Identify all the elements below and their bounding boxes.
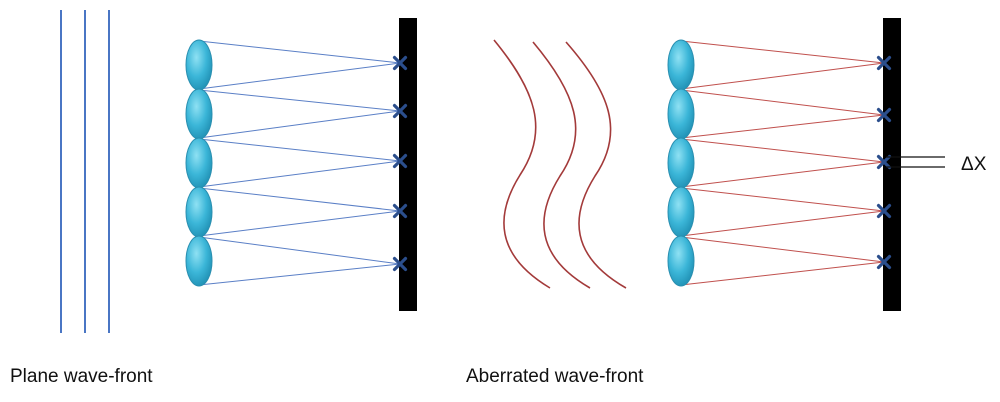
lenslet-array-right bbox=[667, 39, 695, 287]
lenslet bbox=[667, 39, 695, 91]
lenslet-array-left bbox=[185, 39, 213, 287]
focal-spot bbox=[876, 203, 892, 219]
focal-spots-right bbox=[876, 55, 892, 270]
ray bbox=[198, 40, 401, 64]
shift-label: ΔX bbox=[961, 154, 987, 175]
focal-spot bbox=[876, 154, 892, 170]
ray bbox=[198, 263, 401, 286]
ray bbox=[198, 160, 401, 188]
lenslet bbox=[185, 186, 213, 238]
aberrated-wave-curve bbox=[493, 39, 551, 289]
detector-left bbox=[399, 18, 417, 311]
ray bbox=[680, 210, 885, 237]
plane-rays bbox=[198, 40, 401, 286]
plane-wavefront-panel bbox=[60, 10, 417, 333]
aberrated-wavefront-curves bbox=[493, 39, 627, 289]
ray bbox=[680, 89, 885, 116]
aberrated-wave-curve bbox=[565, 41, 627, 289]
focal-spot bbox=[876, 254, 892, 270]
ray bbox=[198, 138, 401, 162]
ray bbox=[198, 210, 401, 237]
focal-spot bbox=[392, 55, 408, 71]
ray bbox=[198, 89, 401, 112]
focal-spot bbox=[392, 153, 408, 169]
ray bbox=[680, 236, 885, 263]
ray bbox=[680, 161, 885, 188]
lenslet bbox=[185, 39, 213, 91]
ray bbox=[680, 62, 885, 90]
lenslet bbox=[667, 235, 695, 287]
lenslet bbox=[667, 186, 695, 238]
ray bbox=[680, 261, 885, 286]
aberrated-rays bbox=[680, 40, 885, 286]
aberrated-wavefront-panel: ΔX bbox=[493, 18, 987, 311]
plane-wavefront-lines bbox=[60, 10, 110, 333]
focal-spot bbox=[876, 107, 892, 123]
ray bbox=[680, 138, 885, 163]
lenslet bbox=[185, 235, 213, 287]
focal-spot bbox=[392, 203, 408, 219]
ray bbox=[680, 187, 885, 212]
ray bbox=[198, 236, 401, 265]
focal-spots-left bbox=[392, 55, 408, 272]
ray bbox=[198, 110, 401, 139]
ray bbox=[198, 62, 401, 90]
detector-right bbox=[883, 18, 901, 311]
lenslet bbox=[185, 137, 213, 189]
ray bbox=[680, 40, 885, 64]
lenslet bbox=[667, 88, 695, 140]
aberrated-wave-curve bbox=[532, 41, 591, 289]
focal-spot bbox=[392, 103, 408, 119]
ray bbox=[680, 114, 885, 139]
focal-spot bbox=[876, 55, 892, 71]
shift-indicator: ΔX bbox=[886, 154, 987, 175]
lenslet bbox=[667, 137, 695, 189]
ray bbox=[198, 187, 401, 212]
lenslet bbox=[185, 88, 213, 140]
focal-spot bbox=[392, 256, 408, 272]
caption-plane-wavefront: Plane wave-front bbox=[10, 366, 153, 387]
caption-aberrated-wavefront: Aberrated wave-front bbox=[466, 366, 644, 387]
